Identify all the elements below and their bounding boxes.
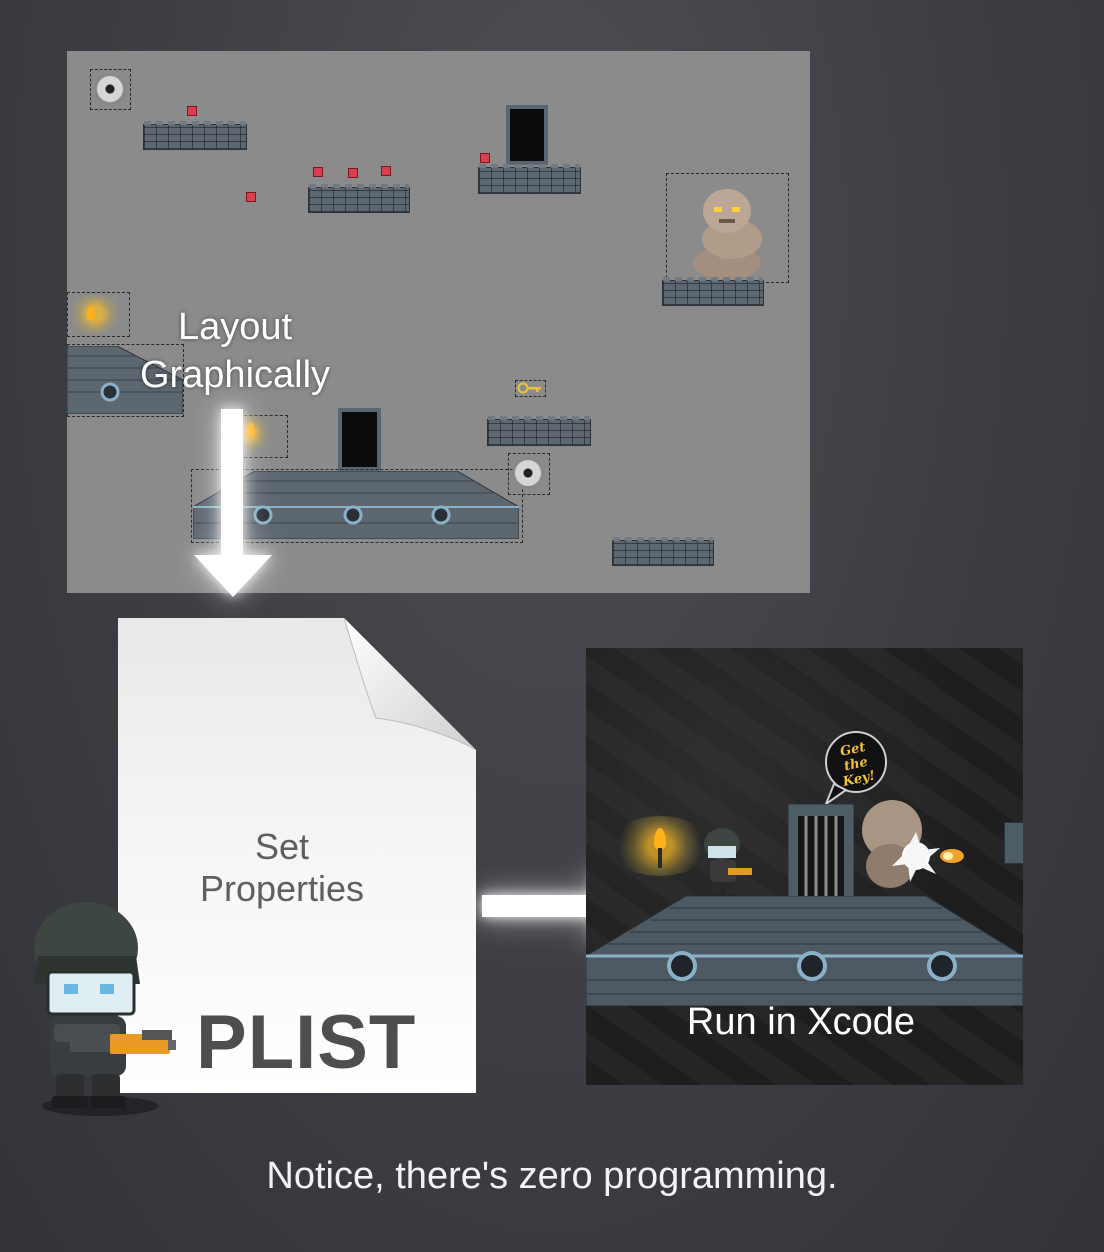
- layout-graphically-label: Layout Graphically: [110, 303, 360, 399]
- run-in-xcode-label: Run in Xcode: [686, 1001, 916, 1043]
- label-line: Properties: [199, 868, 365, 909]
- label-line: Layout: [177, 306, 293, 348]
- caption: Notice, there's zero programming.: [266, 1155, 838, 1197]
- label-line: Set: [254, 826, 310, 867]
- golem-icon: [693, 189, 762, 279]
- main-platform: [586, 896, 1023, 1006]
- gem-icon: [348, 168, 358, 178]
- platform[interactable]: [478, 164, 581, 194]
- saw-blade-icon: [94, 73, 126, 105]
- door-icon: [788, 804, 854, 900]
- platform[interactable]: [612, 537, 714, 566]
- soldier-icon: [704, 828, 752, 894]
- gem-icon: [246, 192, 256, 202]
- pillar: [1004, 822, 1023, 864]
- torch-icon: [247, 423, 255, 437]
- door-icon[interactable]: [338, 408, 381, 471]
- platform[interactable]: [308, 184, 410, 213]
- gem-icon: [187, 106, 197, 116]
- label-line: Graphically: [139, 354, 331, 396]
- key-icon: [517, 382, 541, 394]
- gem-icon: [313, 167, 323, 177]
- platform[interactable]: [487, 416, 591, 446]
- main-platform[interactable]: [193, 471, 519, 539]
- document-icon: [118, 618, 477, 1093]
- golem-icon: [862, 800, 964, 888]
- set-properties-label: Set Properties: [150, 826, 414, 910]
- level-editor-canvas[interactable]: [67, 51, 810, 593]
- game-preview: Get the Key!: [586, 648, 1023, 1085]
- gem-icon: [381, 166, 391, 176]
- selection-box[interactable]: [515, 380, 546, 397]
- ramp-platform[interactable]: [67, 346, 183, 414]
- platform[interactable]: [143, 121, 247, 150]
- platform[interactable]: [662, 277, 764, 306]
- torch-stick: [658, 848, 662, 868]
- saw-blade-icon: [512, 457, 544, 489]
- speech-bubble: [823, 731, 887, 807]
- gem-icon: [480, 153, 490, 163]
- selection-box[interactable]: [508, 453, 550, 495]
- soldier-icon: [34, 902, 176, 1116]
- torch-icon: [654, 828, 666, 850]
- door-icon[interactable]: [506, 105, 548, 165]
- selection-box[interactable]: [90, 69, 131, 110]
- torch-glow: [67, 295, 125, 333]
- selection-box[interactable]: [191, 469, 523, 543]
- torch-icon: [87, 306, 95, 320]
- plist-label: PLIST: [196, 1000, 417, 1085]
- arrow-down-icon: [194, 409, 272, 597]
